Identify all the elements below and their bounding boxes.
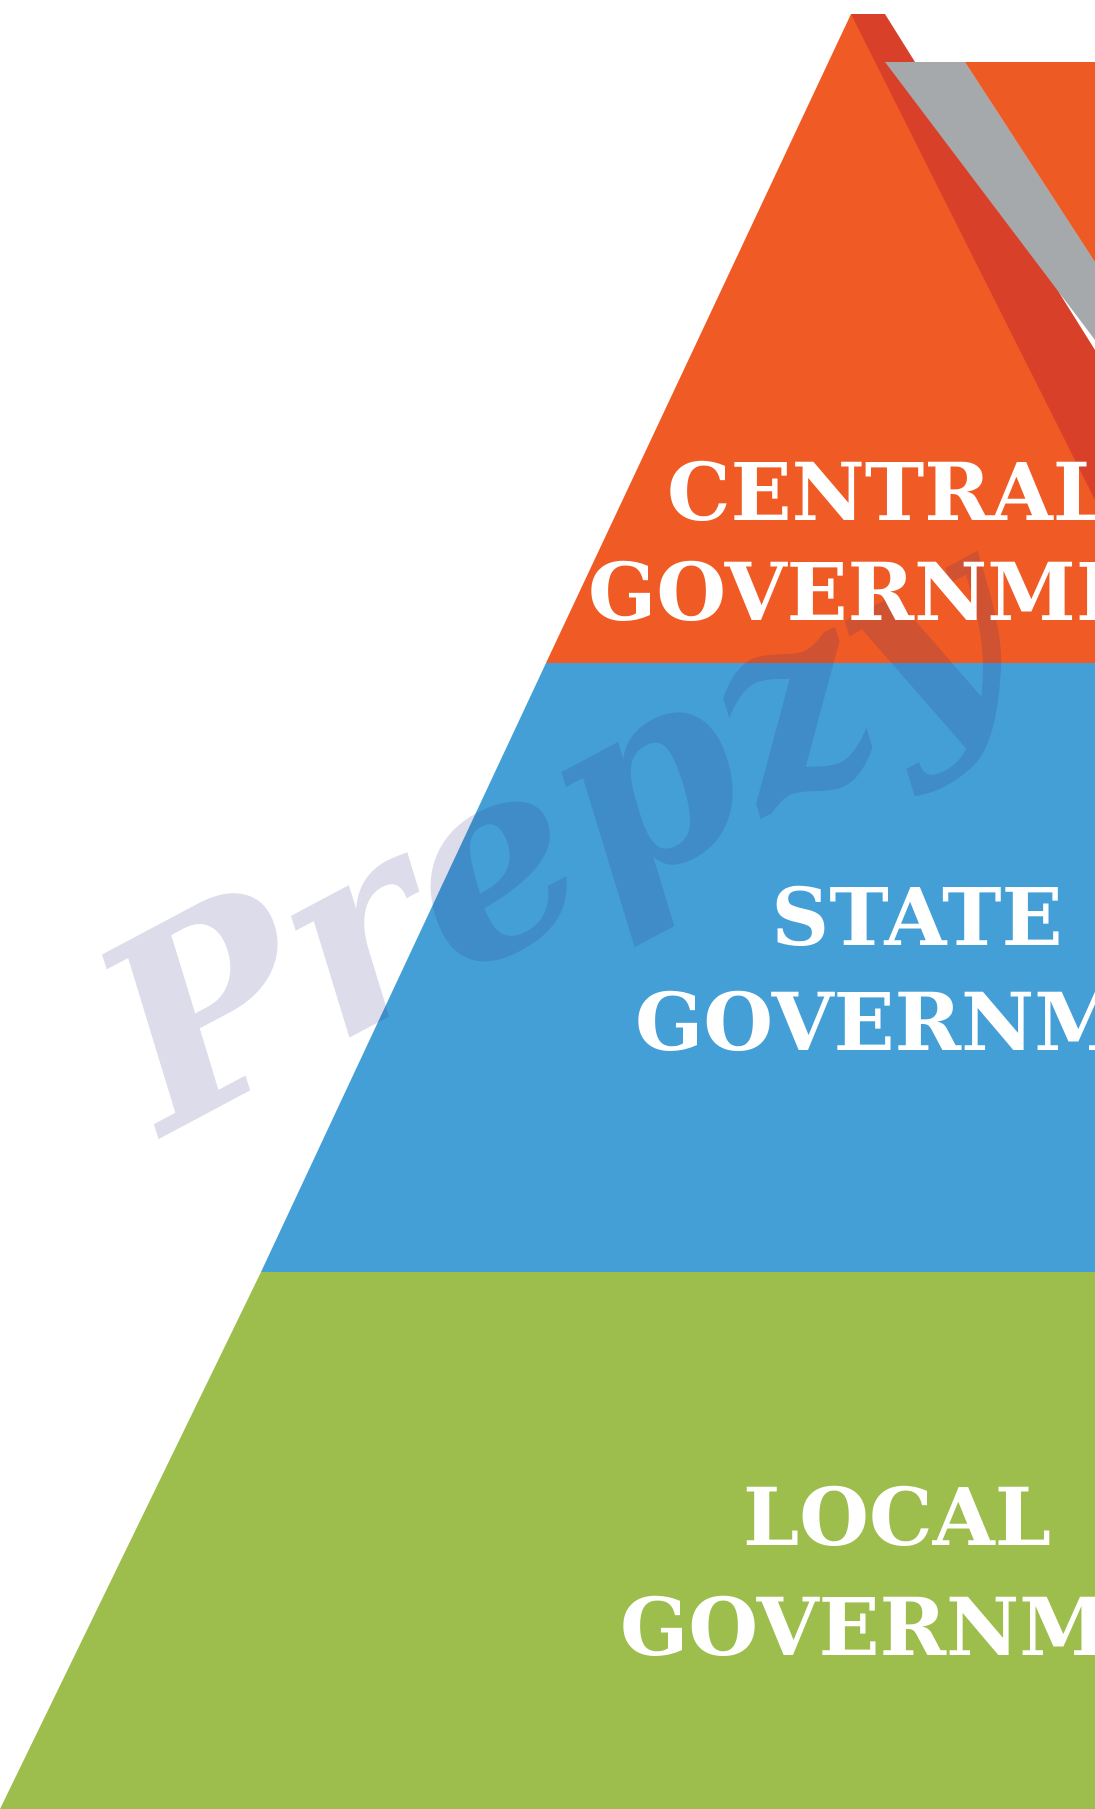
tier-state-shape — [261, 663, 1095, 1272]
central-label-line1: CENTRAL — [667, 445, 1095, 539]
local-label-line2: GOVERNMENT — [620, 1580, 1095, 1674]
state-label-line1: STATE — [771, 870, 1062, 964]
central-shadow-strip — [851, 14, 1095, 500]
local-label-line1: LOCAL — [743, 1470, 1051, 1564]
central-label-line2: GOVERNMENT — [588, 545, 1095, 639]
orange-cap — [965, 62, 1095, 262]
tier-local-shape — [0, 1272, 1095, 1809]
tier-central-shape — [546, 14, 1095, 663]
gray-ribbon — [885, 62, 1095, 340]
state-label-line2: GOVERNMENT — [635, 975, 1095, 1069]
